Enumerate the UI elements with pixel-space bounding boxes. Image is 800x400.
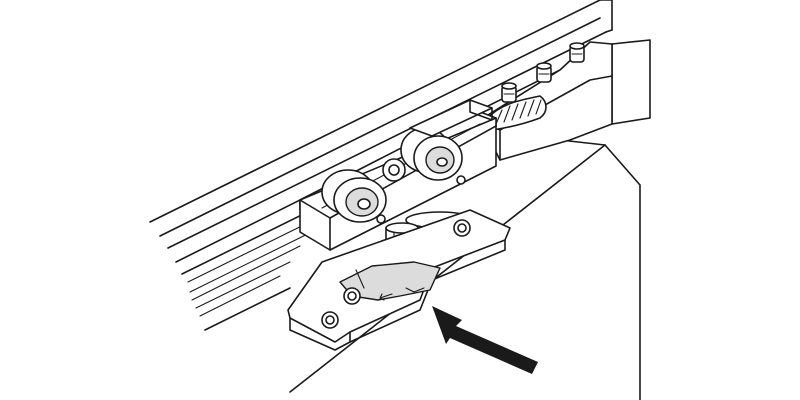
plate-screw-mid <box>343 287 361 305</box>
track-rail <box>149 0 651 331</box>
mounting-plate <box>287 209 511 351</box>
pin-middle <box>536 62 552 83</box>
indicator-arrow <box>432 306 538 374</box>
plate-screw-front <box>321 311 339 329</box>
carriage-top-bracket <box>409 99 493 137</box>
damper-spring <box>487 95 547 131</box>
wheel-rear <box>321 169 387 223</box>
housing-hole-left <box>376 214 386 224</box>
pin-right <box>569 42 585 63</box>
housing-hole-right <box>456 175 466 185</box>
stopper-block <box>479 41 613 161</box>
wheel-front <box>400 127 463 181</box>
plate-screw-back <box>453 219 471 237</box>
pin-left <box>501 82 517 103</box>
axle-cap <box>382 158 406 182</box>
